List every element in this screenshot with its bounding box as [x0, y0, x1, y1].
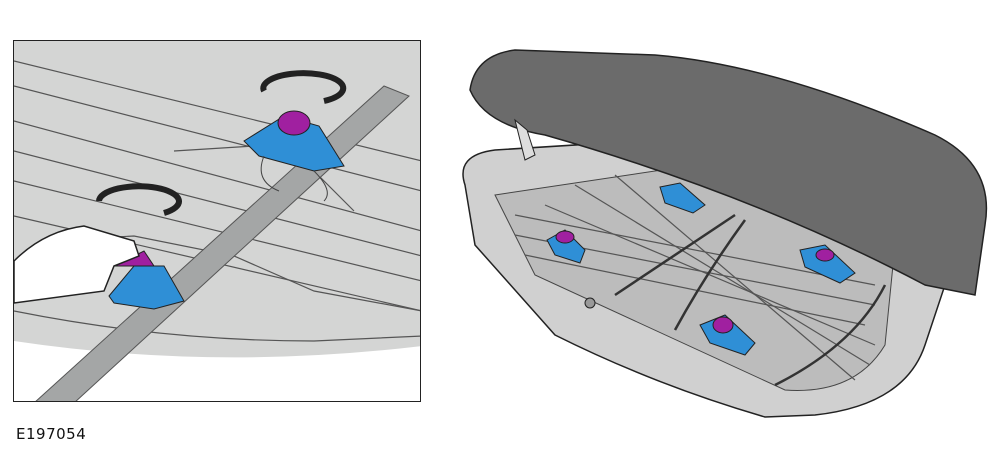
clamp — [659, 182, 706, 214]
box-lid — [469, 49, 988, 296]
box-floor-ribs — [14, 60, 420, 342]
knob-icon — [712, 316, 734, 334]
knob-icon — [555, 230, 575, 244]
knob-icon — [815, 248, 835, 262]
clamp — [799, 244, 856, 284]
hand — [14, 225, 140, 304]
lock-icon — [584, 297, 596, 309]
roof-box-overview — [455, 45, 1000, 425]
rotate-arrow-icon — [260, 70, 347, 104]
lid-strut — [514, 118, 536, 161]
clamp-upper — [243, 110, 345, 202]
figure-code: E197054 — [16, 425, 87, 443]
straps — [614, 213, 887, 387]
knob-icon — [277, 110, 311, 136]
roof-box-illustration — [462, 49, 988, 418]
rotate-arrow-icon — [96, 183, 182, 216]
knobs — [555, 230, 835, 334]
clamp-detail-illustration — [14, 60, 420, 401]
detail-panel-clamp-tightening — [13, 40, 421, 402]
